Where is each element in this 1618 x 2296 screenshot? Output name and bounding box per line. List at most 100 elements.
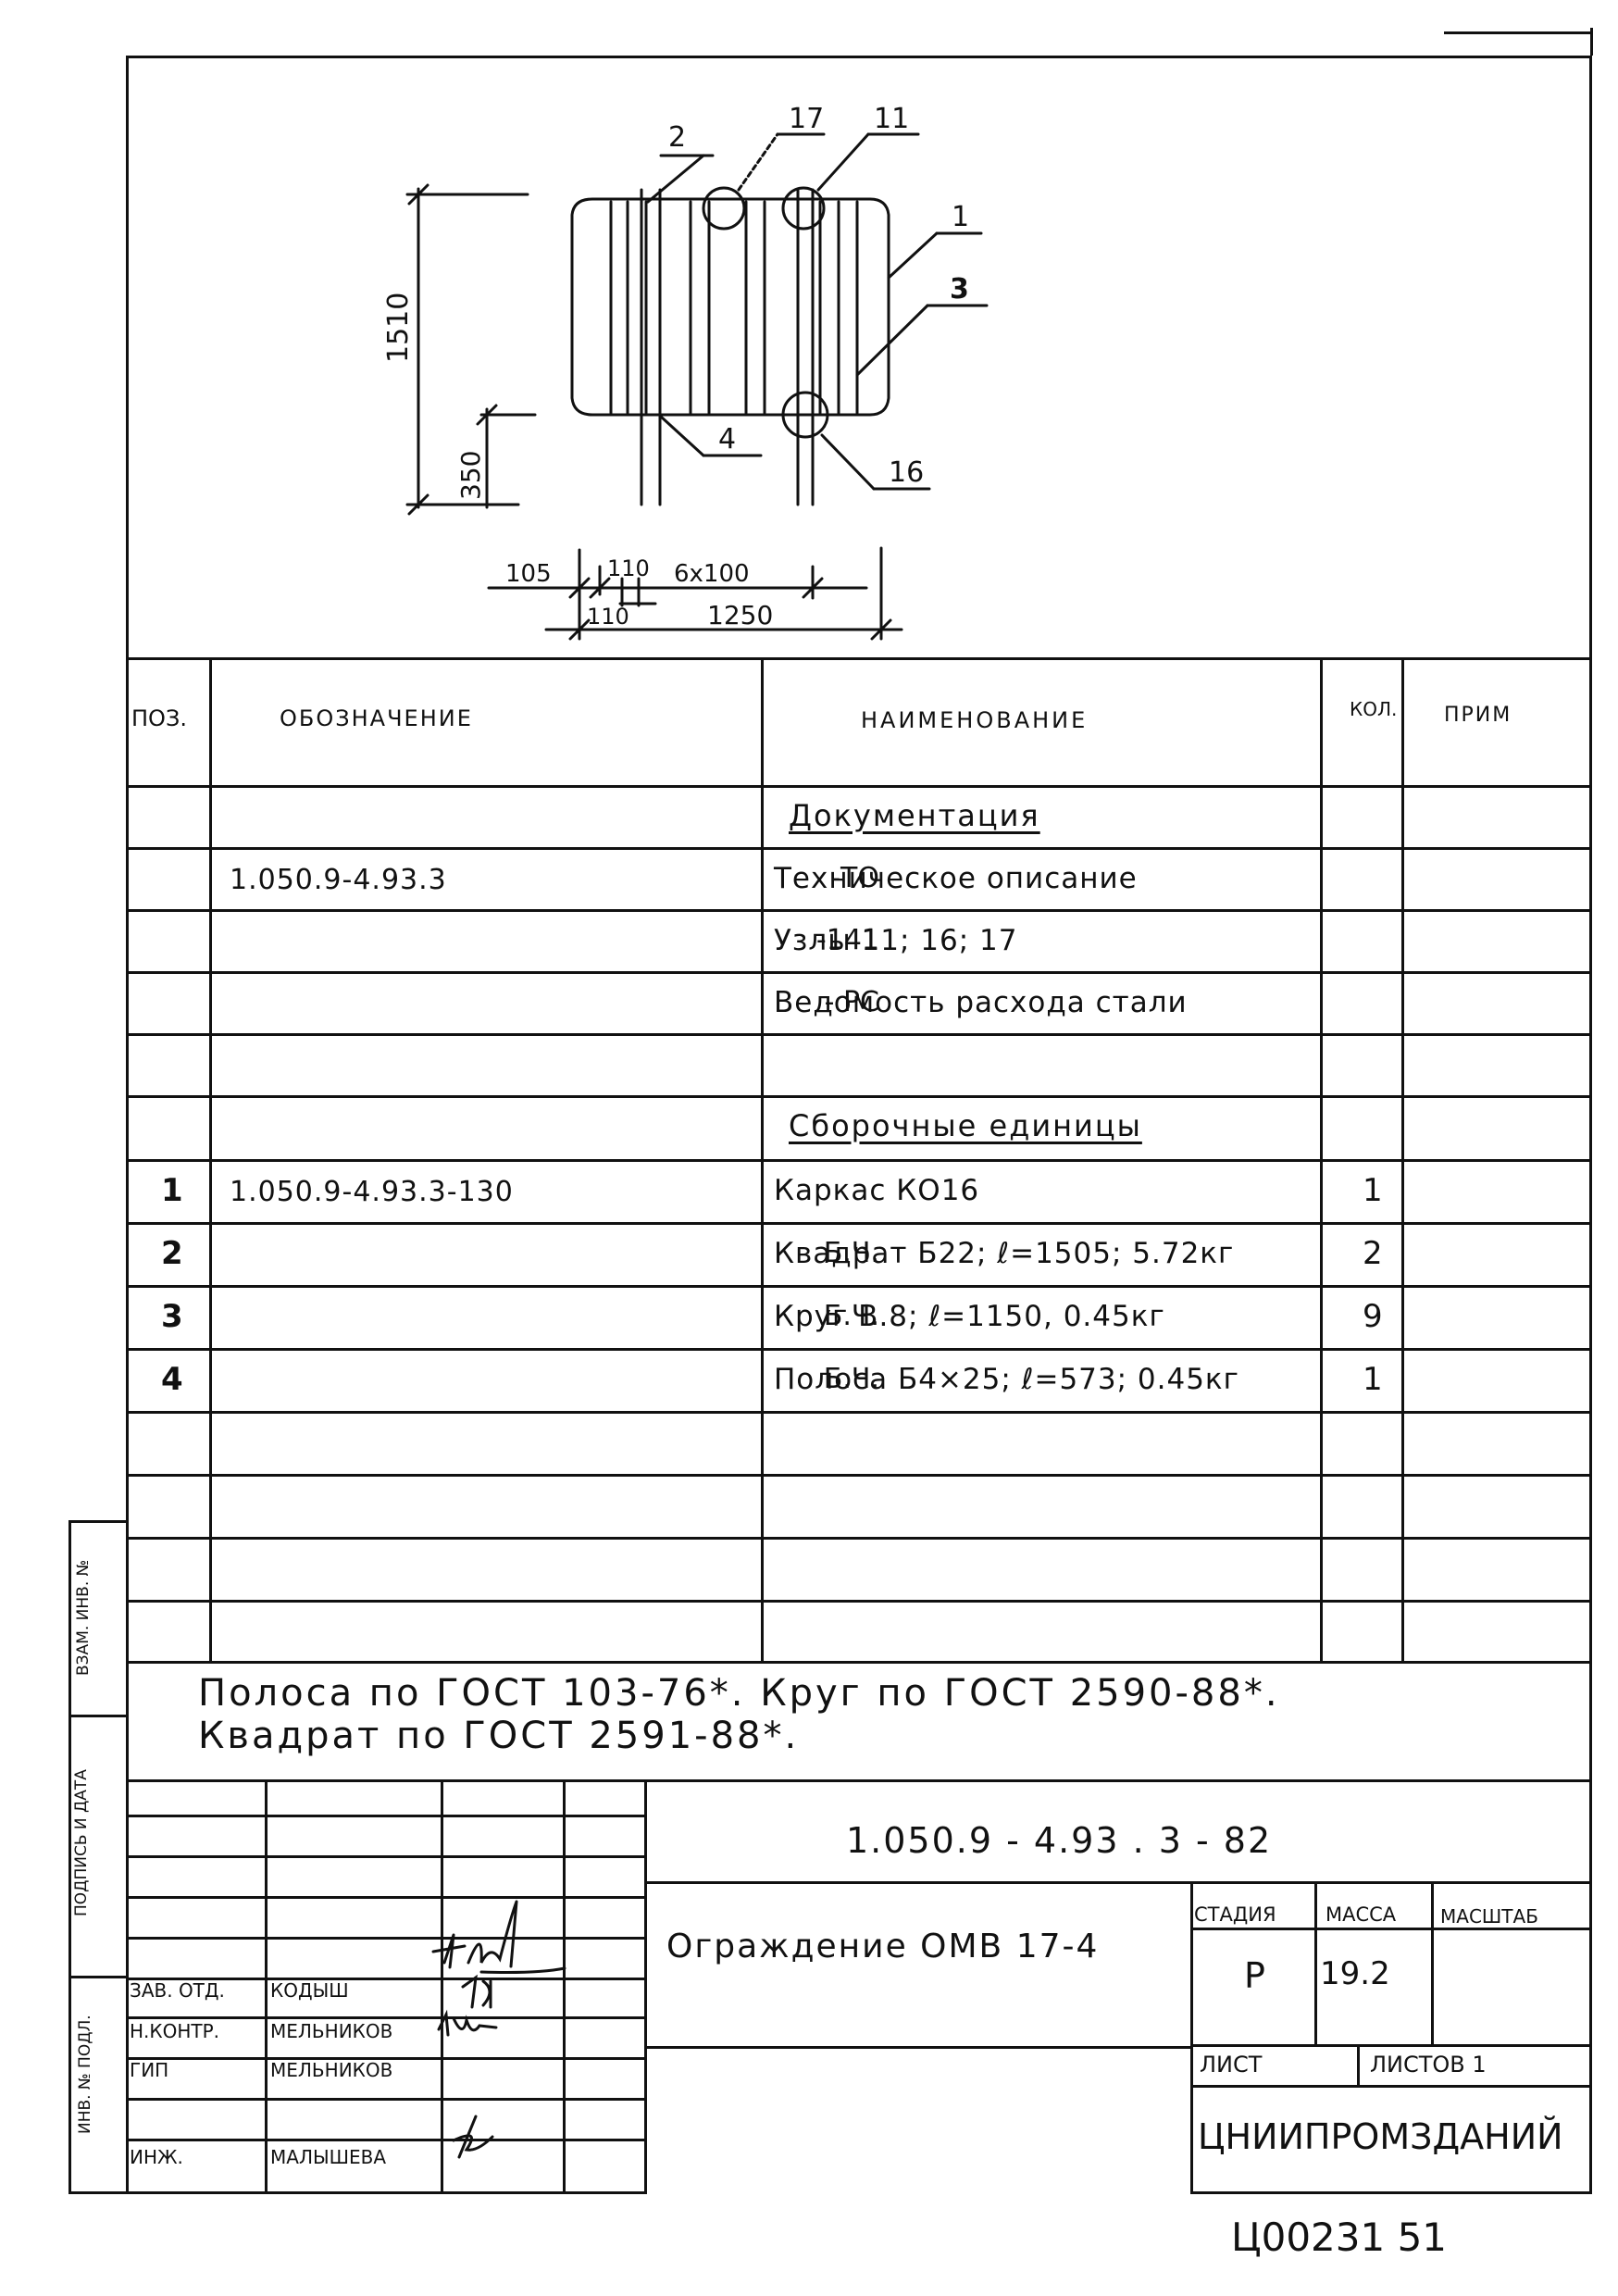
doc-code: 1.050.9 - 4.93 . 3 - 82 [846,1820,1273,1861]
dim-350: 350 [455,451,486,500]
spec-hline [126,1095,1592,1098]
sig-hline [126,2191,644,2194]
row-pos: 4 [161,1361,183,1398]
signer-role: Н.КОНТР. [130,2020,220,2042]
row-name: Каркас КО16 [774,1174,980,1207]
tb-mid-line [644,2046,1190,2049]
fence-drawing: 2 17 11 1 3 4 16 1510 350 105 110 6x100 … [382,103,989,641]
row-qty: 9 [1363,1298,1383,1335]
side-vzam: ВЗАМ. ИНВ. № [74,1559,93,1676]
row-pos: 2 [161,1235,183,1272]
stage-label: СТАДИЯ [1194,1903,1276,1926]
spec-hline [126,1285,1592,1288]
spec-hline [126,971,1592,974]
sig-vline [441,1779,443,2194]
note-line-1: Полоса по ГОСТ 103-76*. Круг по ГОСТ 259… [198,1672,1280,1715]
mass-value: 19.2 [1320,1955,1390,1992]
spec-hline [126,1474,1592,1477]
signatures [431,1900,566,2159]
sig-hline [126,1978,644,1980]
sig-hline [126,2139,644,2141]
sheet-label: ЛИСТ [1200,2052,1263,2078]
spec-vline [1320,657,1323,1661]
spec-hline [126,1159,1592,1162]
dim-110-top: 110 [607,555,650,581]
spec-vline [209,657,212,1661]
spec-hline [126,1537,1592,1540]
row-qty: 1 [1363,1172,1383,1209]
row-section-title: Документация [789,798,1040,833]
footer-stamp: Ц00231 51 [1231,2215,1448,2260]
signer-name: МАЛЫШЕВА [270,2146,387,2168]
callout-3: 3 [950,273,969,306]
row-suffix: - РС [824,986,879,1018]
row-name: Квадрат Б22; ℓ=1505; 5.72кг [774,1237,1235,1270]
signer-name: МЕЛЬНИКОВ [270,2020,393,2042]
row-name: Техническое описание [774,862,1138,895]
sig-vline [265,1779,268,2194]
row-suffix: -141 [815,924,879,956]
row-designation: 1.050.9-4.93.3-130 [230,1176,514,1208]
side-podpis: ПОДПИСЬ И ДАТА [72,1769,91,1916]
spec-hline [126,847,1592,850]
spec-hline [126,1661,1592,1664]
tb-mass-col [1314,1881,1317,2046]
sig-hline [126,1937,644,1940]
table-row: 4 Б.Ч.Полоса Б4×25; ℓ=573; 0.45кг 1 [126,1348,1592,1411]
table-row: Документация [126,785,1592,847]
table-row [126,1033,1592,1095]
border-corner [1590,28,1593,56]
signer-role: ИНЖ. [130,2146,183,2168]
spec-vline [761,657,764,1661]
spec-vline [1401,657,1404,1661]
side-inv: ИНВ. № ПОДЛ. [76,2015,94,2134]
dim-110-bottom: 110 [587,604,629,630]
row-name: Круг В.8; ℓ=1150, 0.45кг [774,1300,1165,1333]
drawing-title: Ограждение ОМВ 17-4 [666,1928,1100,1965]
row-suffix: Б.Ч. [823,1237,879,1269]
sig-hline [126,2057,644,2060]
sig-vline [563,1779,566,2194]
row-section-title: Сборочные единицы [789,1108,1142,1143]
scale-label: МАСШТАБ [1440,1905,1538,1928]
spec-hline [126,1411,1592,1414]
spec-hline [126,1222,1592,1225]
callout-4: 4 [718,423,736,455]
tb-sheet-top [1190,2044,1592,2047]
sig-hline [126,1855,644,1858]
stage-value: Р [1244,1955,1265,1996]
dim-1250: 1250 [707,600,773,630]
tb-stage-col [1190,1881,1193,2194]
spec-hline [126,1600,1592,1603]
signer-name: МЕЛЬНИКОВ [270,2059,393,2081]
tb-left-divider [644,1779,647,2194]
row-name: Полоса Б4×25; ℓ=573; 0.45кг [774,1363,1239,1396]
row-suffix: Б.Ч. [823,1363,879,1395]
row-designation: 1.050.9-4.93.3 [230,864,447,896]
signer-role: ЗАВ. ОТД. [130,1979,225,2002]
callout-16: 16 [889,456,924,489]
sheet-border [126,56,1592,2194]
table-row: 2 Б.Ч.Квадрат Б22; ℓ=1505; 5.72кг 2 [126,1222,1592,1285]
note-line-2: Квадрат по ГОСТ 2591-88*. [198,1715,800,1757]
header-note: ПРИМ [1444,704,1512,727]
sig-hline [126,1896,644,1899]
row-pos: 3 [161,1298,183,1335]
sig-hline [126,2098,644,2101]
row-qty: 2 [1363,1235,1383,1272]
header-name: НАИМЕНОВАНИЕ [861,707,1089,733]
mass-label: МАССА [1326,1903,1397,1926]
callout-1: 1 [952,201,969,233]
spec-hline [126,1033,1592,1036]
header-qty: КОЛ. [1350,698,1398,720]
dim-1510: 1510 [382,293,415,363]
tb-code-bottom [644,1881,1592,1884]
header-designation: ОБОЗНАЧЕНИЕ [280,705,473,731]
table-row [126,1537,1592,1600]
row-suffix: -ТО [830,862,879,894]
dim-105: 105 [505,560,552,588]
row-qty: 1 [1363,1361,1383,1398]
